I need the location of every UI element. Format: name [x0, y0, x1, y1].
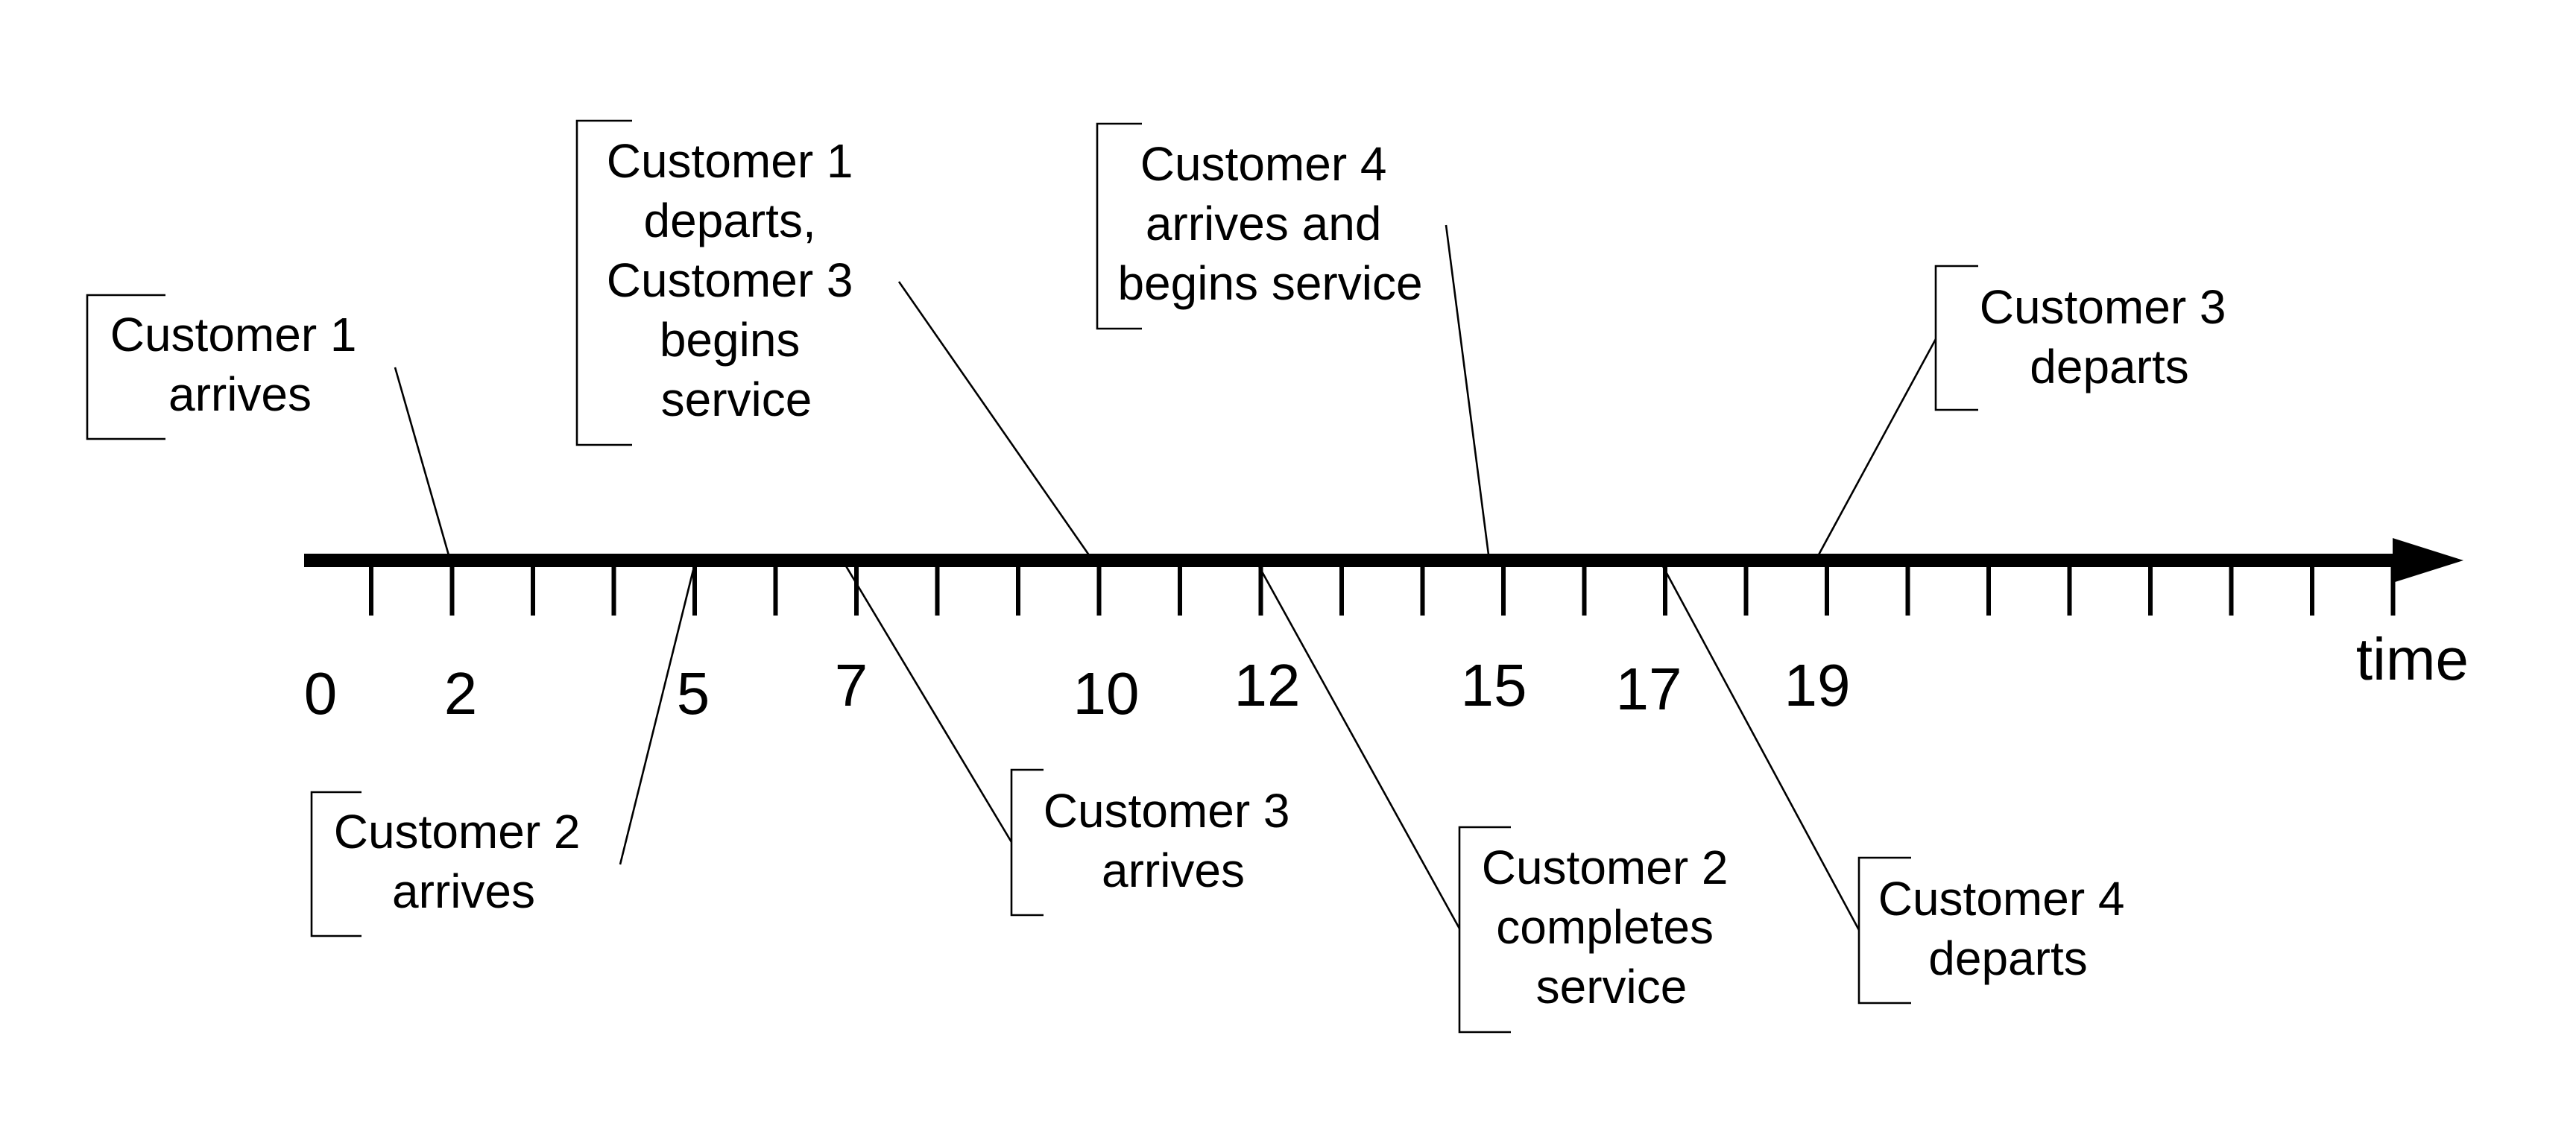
- callout-bracket: [86, 294, 165, 440]
- event-callout-customer-4-arrives-begins: Customer 4 arrives and begins service: [1096, 122, 1491, 561]
- callout-leader-line: [394, 367, 452, 561]
- callout-text: Customer 3 departs: [1980, 280, 2240, 393]
- event-callout-customer-1-departs-customer-3-begins: Customer 1 departs, Customer 3 begins se…: [575, 119, 1094, 561]
- callout-bracket: [1458, 826, 1511, 1034]
- tick-label-10: 10: [1073, 660, 1140, 727]
- callout-leader-line: [897, 281, 1094, 561]
- axis-ticks: [369, 560, 2396, 616]
- callout-text: Customer 4 arrives and begins service: [1117, 137, 1422, 310]
- callout-leader-line: [844, 564, 1013, 843]
- tick-label-0: 0: [304, 660, 338, 727]
- callout-leader-line: [1257, 564, 1461, 929]
- tick-label-17: 17: [1616, 656, 1682, 722]
- callout-leader-line: [1816, 338, 1937, 558]
- callout-leader-line: [619, 569, 695, 865]
- callout-bracket: [1010, 768, 1044, 917]
- time-axis-arrowhead: [2393, 538, 2463, 583]
- callout-bracket: [575, 119, 632, 446]
- callout-text: Customer 4 departs: [1878, 872, 2138, 985]
- callout-bracket: [1857, 856, 1911, 1005]
- event-callout-customer-3-arrives: Customer 3 arrives: [844, 564, 1304, 917]
- callout-text: Customer 3 arrives: [1044, 784, 1304, 897]
- tick-label-5: 5: [677, 660, 710, 727]
- tick-label-12: 12: [1234, 652, 1301, 718]
- event-callout-customer-1-arrives: Customer 1 arrives: [86, 294, 452, 561]
- callout-leader-line: [1661, 564, 1860, 931]
- callout-bracket: [1096, 122, 1142, 330]
- time-axis-label: time: [2356, 626, 2469, 692]
- tick-label-2: 2: [444, 660, 478, 727]
- callout-text: Customer 1 arrives: [110, 308, 370, 421]
- event-callout-customer-2-arrives: Customer 2 arrives: [310, 569, 695, 937]
- callout-text: Customer 2 completes service: [1482, 841, 1742, 1013]
- event-callout-customer-2-completes-service: Customer 2 completes service: [1257, 564, 1742, 1034]
- tick-label-15: 15: [1461, 652, 1527, 718]
- event-callout-customer-4-departs: Customer 4 departs: [1661, 564, 2138, 1005]
- tick-label-7: 7: [835, 652, 868, 718]
- callout-text: Customer 2 arrives: [334, 805, 594, 918]
- callout-leader-line: [1445, 224, 1491, 561]
- callout-bracket: [1934, 265, 1978, 411]
- callout-text: Customer 1 departs, Customer 3 begins se…: [607, 134, 867, 426]
- tick-label-19: 19: [1784, 652, 1851, 718]
- callout-bracket: [310, 791, 362, 937]
- event-callout-customer-3-departs: Customer 3 departs: [1816, 265, 2240, 558]
